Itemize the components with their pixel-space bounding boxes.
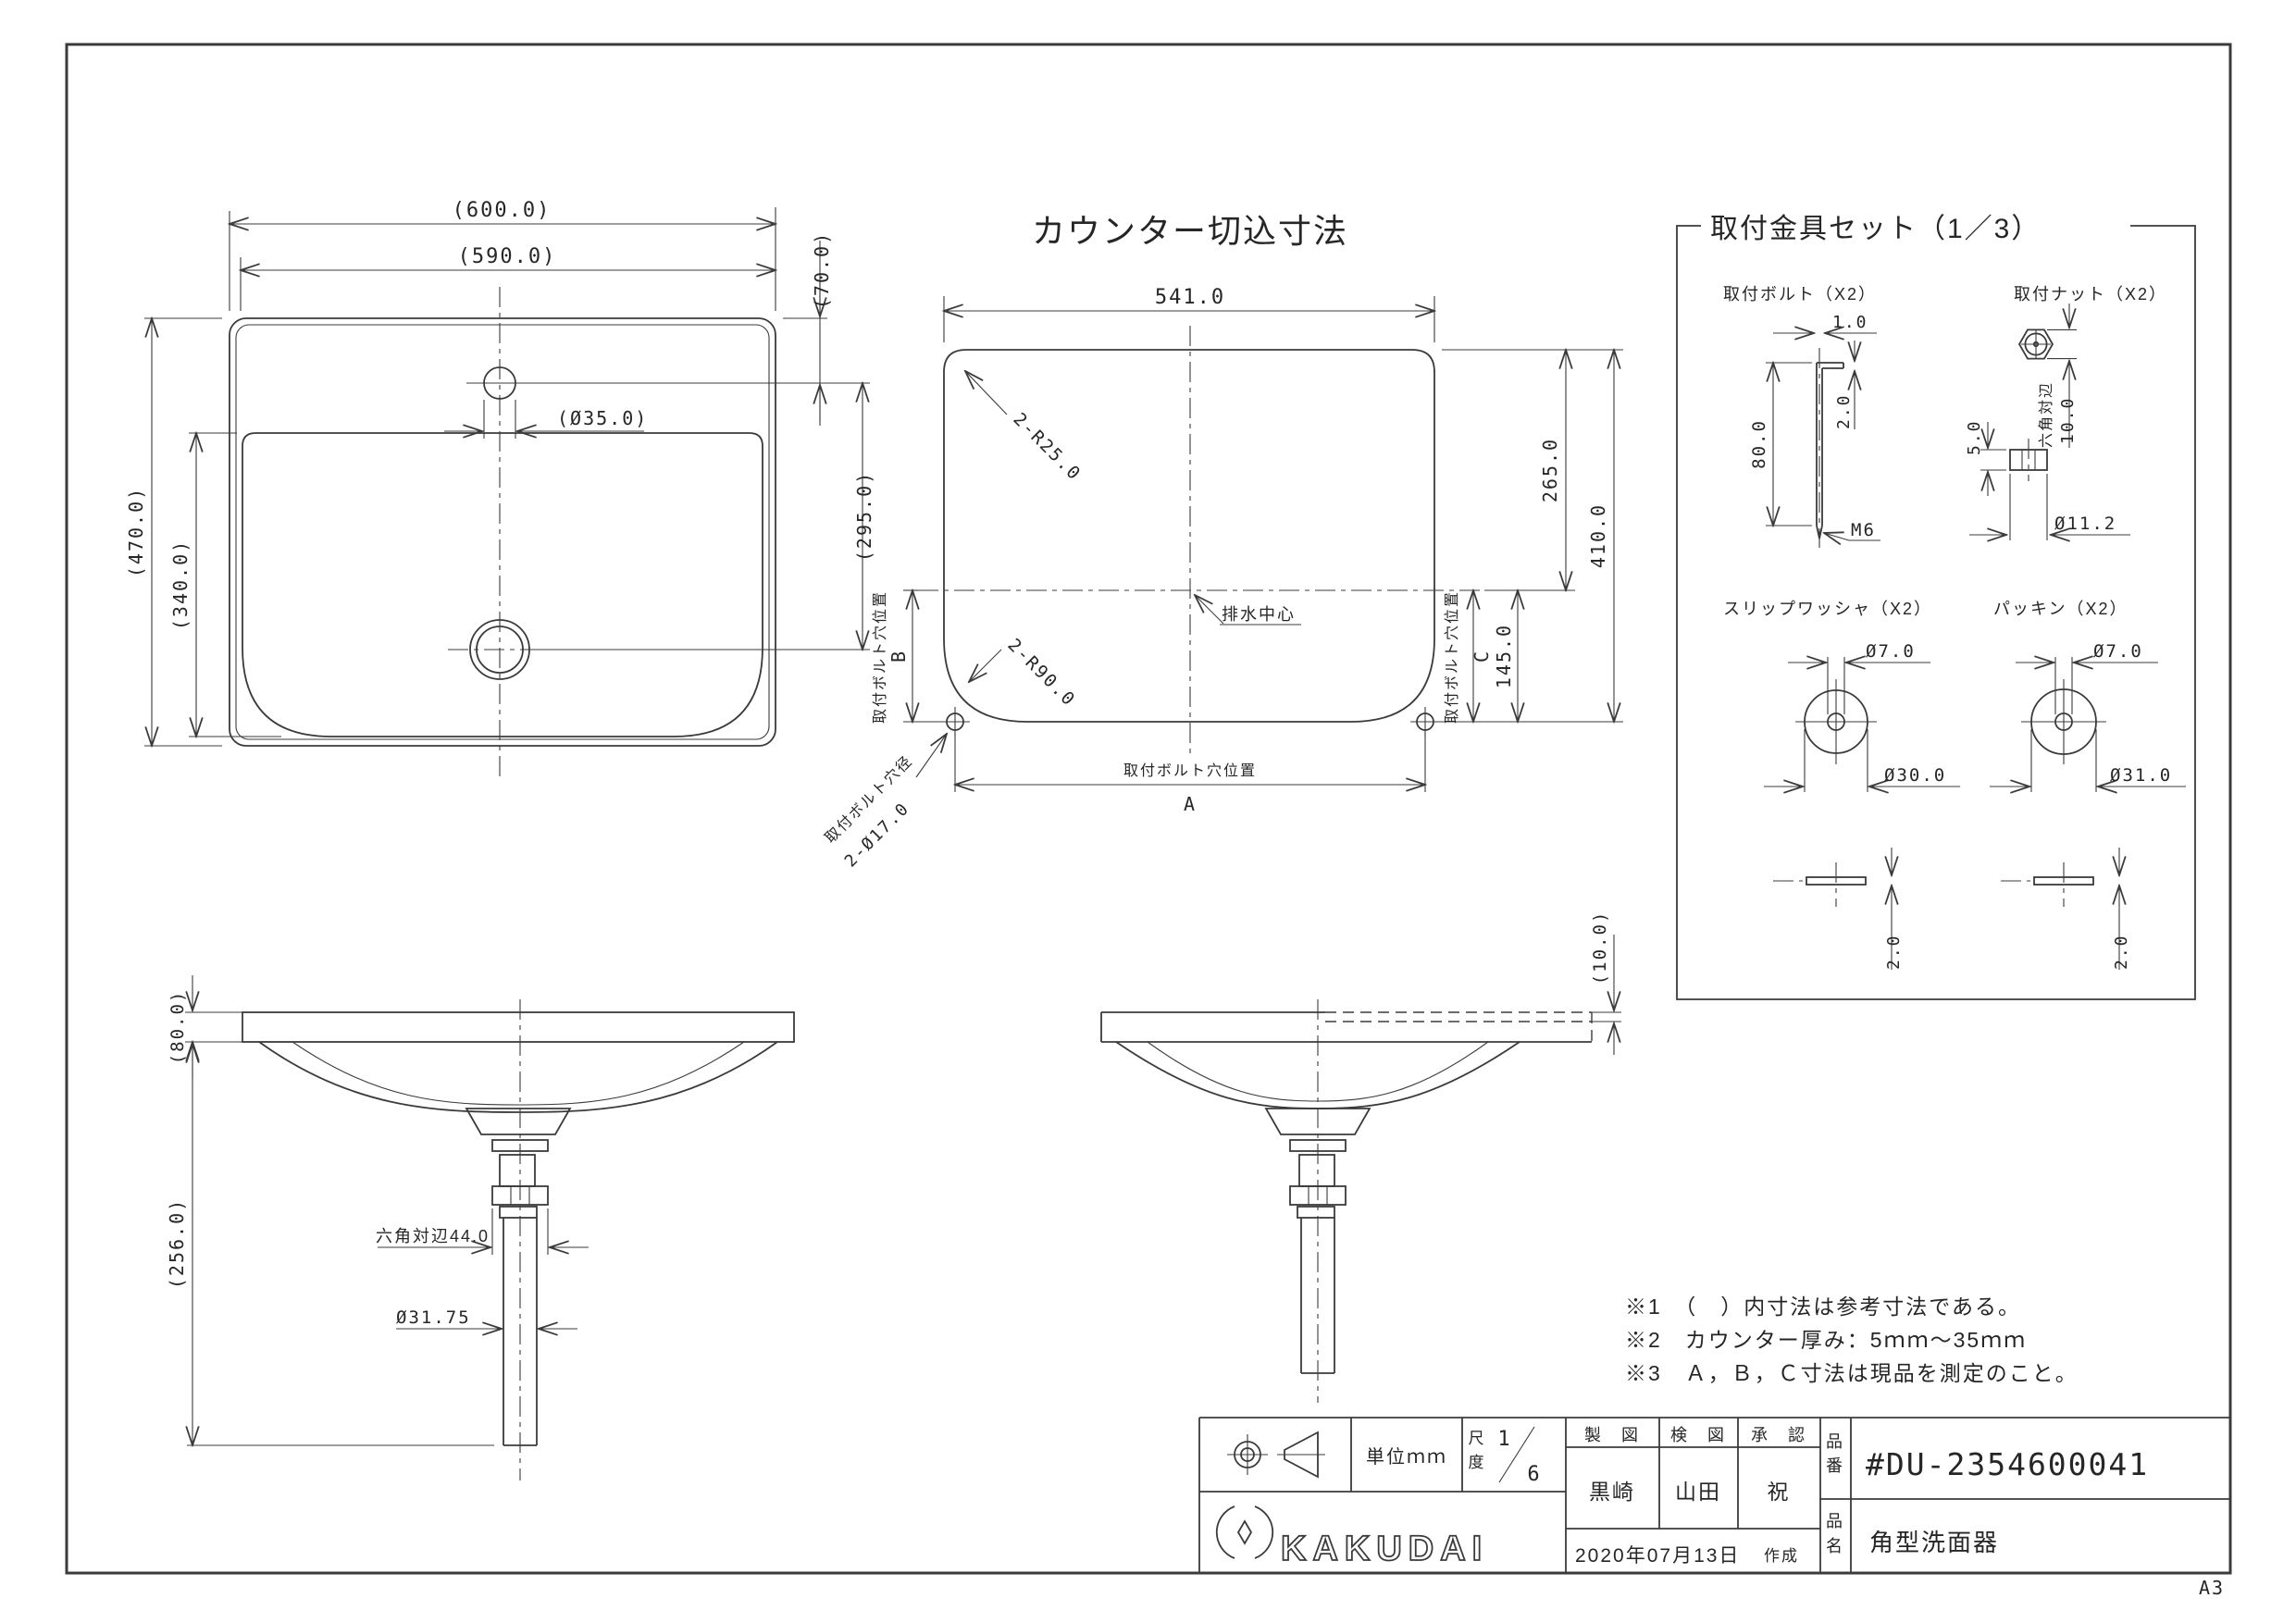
cutout-drain-center-label: 排水中心 <box>1222 605 1296 624</box>
plan-view: (600.0) (590.0) (Ø35.0) (70.0) (295.0) (… <box>125 199 875 777</box>
plan-dim-outer-height: (470.0) <box>125 487 147 577</box>
title-block: 単位ｍｍ 尺 度 1 6 製 図 検 図 承 認 黒崎 山田 祝 2020年07… <box>1198 1417 2230 1573</box>
hardware-washer-dim-t2: 2.0 <box>1884 934 1904 970</box>
cutout-dim-145: 145.0 <box>1493 624 1515 688</box>
cutout-bolt-pos-label-left: 取付ボルト穴位置 <box>872 590 888 724</box>
cutout-title: カウンター切込寸法 <box>1032 212 1348 250</box>
section-dim-10: (10.0) <box>1590 911 1610 985</box>
cutout-dim-width: 541.0 <box>1155 286 1225 309</box>
notes: ※1 （ ）内寸法は参考寸法である。 ※2 カウンター厚み：5ｍｍ～35ｍｍ ※… <box>1625 1295 2079 1385</box>
hardware-nut-dim-d112: Ø11.2 <box>2054 514 2116 534</box>
hardware-washer-label: スリップワッシャ（X2） <box>1723 600 1932 618</box>
front-dim-hex44: 六角対辺44.0 <box>376 1227 490 1245</box>
hardware-washer-figure <box>1764 657 1960 970</box>
cutout-geometry <box>903 296 1623 792</box>
plan-dim-inner-width: (590.0) <box>458 245 557 268</box>
hardware-nut-dim-5: 5.0 <box>1965 419 1984 455</box>
front-dim-256: (256.0) <box>166 1198 188 1289</box>
hardware-nut-figure <box>1969 304 2130 540</box>
part-number: #DU-2354600041 <box>1866 1446 2149 1482</box>
front-dim-80: (80.0) <box>168 990 188 1065</box>
hardware-packing-dim-d7: Ø7.0 <box>2093 641 2143 662</box>
cutout-dim-b: B <box>887 650 910 663</box>
title-block-grid <box>1198 1417 2230 1573</box>
part-name-label-char2: 名 <box>1826 1537 1844 1555</box>
cutout-dim-c: C <box>1471 650 1493 663</box>
hardware-title: 取付金具セット（1／3） <box>1710 214 2041 244</box>
counter-cutout-view: カウンター切込寸法 <box>822 212 1623 872</box>
hardware-nut-flats-label: 六角対辺 <box>2038 381 2054 448</box>
cutout-dim-a: A <box>1184 793 1197 815</box>
hardware-bolt-figure <box>1766 333 1880 548</box>
scale-numerator: 1 <box>1497 1428 1511 1451</box>
hardware-nut-flats-value: 10.0 <box>2058 397 2078 444</box>
hardware-bolt-thread: M6 <box>1851 520 1876 540</box>
section-view: (10.0) <box>1100 911 1621 1403</box>
approver-name: 祝 <box>1768 1480 1791 1504</box>
scale-denominator: 6 <box>1527 1463 1541 1486</box>
plan-dim-faucet-to-drain: (295.0) <box>853 471 875 562</box>
hardware-nut-label: 取付ナット（X2） <box>2014 285 2167 304</box>
approver-header: 承 認 <box>1751 1426 1806 1444</box>
scale-label-char2: 度 <box>1469 1454 1486 1471</box>
created-date: 2020年07月13日 <box>1575 1545 1740 1567</box>
cutout-dim-265: 265.0 <box>1539 438 1561 502</box>
brand-name: KAKUDAI <box>1281 1530 1488 1568</box>
note-3: ※3 Ａ，Ｂ，Ｃ寸法は現品を測定のこと。 <box>1625 1361 2079 1385</box>
part-no-label-char2: 番 <box>1826 1456 1844 1475</box>
cutout-dim-corner-r25: 2-R25.0 <box>1009 409 1085 485</box>
plan-dim-faucet-offset: (70.0) <box>811 231 833 309</box>
scale-fraction-slash <box>1498 1426 1535 1483</box>
hardware-washer-dim-d30: Ø30.0 <box>1884 765 1946 786</box>
sheet-border <box>65 43 2232 1575</box>
hardware-packing-dim-t2: 2.0 <box>2112 934 2131 970</box>
note-2: ※2 カウンター厚み：5ｍｍ～35ｍｍ <box>1625 1328 2027 1352</box>
cutout-dim-corner-r90: 2-R90.0 <box>1003 635 1079 711</box>
sheet-size-label: A3 <box>2199 1577 2225 1599</box>
hardware-bolt-dim-2: 2.0 <box>1834 393 1854 429</box>
part-name: 角型洗面器 <box>1869 1529 1999 1556</box>
plan-dim-faucet-hole: (Ø35.0) <box>557 407 648 429</box>
front-dim-d3175: Ø31.75 <box>396 1307 471 1328</box>
plan-dim-bowl-height: (340.0) <box>169 539 192 630</box>
cutout-dim-410: 410.0 <box>1587 503 1609 568</box>
projection-symbol-icon <box>1227 1431 1325 1479</box>
part-no-label-char1: 品 <box>1826 1432 1844 1451</box>
hardware-washer-dim-d7: Ø7.0 <box>1866 641 1916 662</box>
drafter-name: 黒崎 <box>1589 1480 1635 1504</box>
hardware-packing-dim-d31: Ø31.0 <box>2110 765 2172 786</box>
hardware-packing-figure <box>1990 657 2186 970</box>
hardware-packing-label: パッキン（X2） <box>1993 600 2128 618</box>
scale-label-char1: 尺 <box>1469 1430 1486 1447</box>
plan-view-geometry <box>144 207 870 777</box>
part-name-label-char1: 品 <box>1826 1512 1844 1530</box>
created-suffix: 作成 <box>1764 1547 1799 1565</box>
drafter-header: 製 図 <box>1584 1426 1640 1444</box>
hardware-bolt-dim-1: 1.0 <box>1832 313 1868 332</box>
hardware-bolt-dim-80: 80.0 <box>1749 419 1769 469</box>
front-view-geometry <box>185 975 795 1481</box>
checker-name: 山田 <box>1675 1480 1721 1504</box>
hardware-box-frame <box>1676 225 2196 1000</box>
cutout-bolt-pos-label-right: 取付ボルト穴位置 <box>1444 590 1460 724</box>
checker-header: 検 図 <box>1670 1426 1726 1444</box>
hardware-set-panel: 取付金具セット（1／3） 取付ボルト（X2） 1.0 2.0 80.0 M6 <box>1676 214 2196 1000</box>
note-1: ※1 （ ）内寸法は参考寸法である。 <box>1625 1295 2021 1319</box>
hardware-bolt-label: 取付ボルト（X2） <box>1723 285 1877 304</box>
front-view: (80.0) (256.0) 六角対辺44.0 Ø31.75 <box>166 975 795 1481</box>
unit-label: 単位ｍｍ <box>1366 1446 1447 1468</box>
plan-dim-outer-width: (600.0) <box>453 199 552 222</box>
cutout-bolt-pos-label-bottom: 取付ボルト穴位置 <box>1123 762 1257 779</box>
section-view-geometry <box>1100 935 1621 1403</box>
kakudai-logo-icon <box>1215 1505 1274 1559</box>
